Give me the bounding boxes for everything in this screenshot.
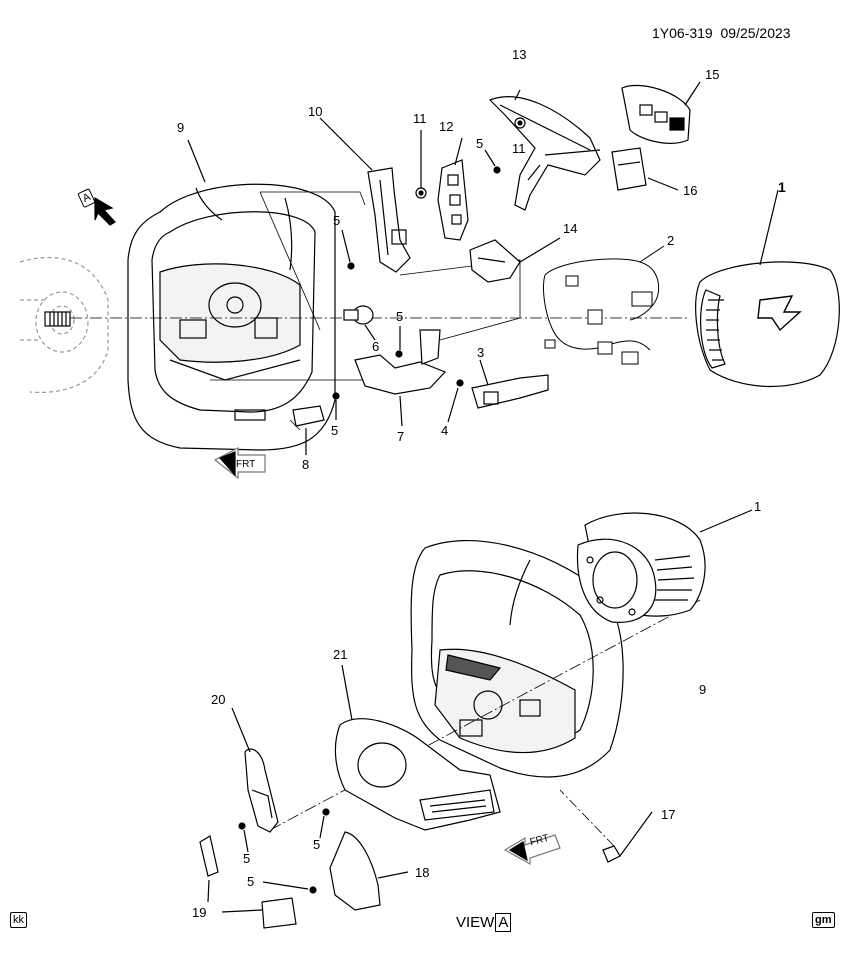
callout-12: 12 <box>439 119 454 134</box>
part-17-bolt <box>559 789 653 863</box>
corner-badge-left: kk <box>10 912 27 928</box>
part-20-paddle <box>231 707 279 833</box>
part-8-trim <box>292 405 325 455</box>
callout-15: 15 <box>705 67 720 82</box>
part-7-bezel <box>354 329 447 427</box>
callout-5-b: 5 <box>476 136 484 151</box>
part-11-screw-b <box>514 117 526 129</box>
callout-14: 14 <box>563 221 578 236</box>
part-3-connector <box>471 359 549 409</box>
steering-column-ghost <box>19 256 109 393</box>
callout-1-top: 1 <box>778 179 786 195</box>
view-label-letter: A <box>495 913 512 932</box>
steering-wheel-top <box>127 183 336 451</box>
callout-17: 17 <box>661 807 676 822</box>
callout-5-g: 5 <box>247 874 255 889</box>
frt-arrow-bottom <box>503 834 561 866</box>
part-21-cover <box>334 664 501 831</box>
corner-badge-right: gm <box>812 912 835 928</box>
part-19-bracket <box>199 835 219 903</box>
part-10-bracket <box>367 167 411 273</box>
diagram-header: 1Y06-319 09/25/2023 <box>652 26 791 40</box>
callout-11-a: 11 <box>413 111 427 126</box>
callout-20: 20 <box>211 692 226 707</box>
part-1-airbag-top <box>695 189 840 388</box>
part-4-screw <box>447 379 464 423</box>
screws-5-bottom <box>238 808 330 894</box>
part-15-switch <box>621 81 701 144</box>
part-12-switch <box>437 137 469 241</box>
callout-11-b: 11 <box>512 141 526 156</box>
callout-5-f: 5 <box>313 837 321 852</box>
frt-arrow-top <box>213 447 266 480</box>
callout-4: 4 <box>441 423 449 438</box>
callout-18: 18 <box>415 865 430 880</box>
part-16-bracket <box>611 147 679 191</box>
callout-5-c: 5 <box>396 309 404 324</box>
callout-8: 8 <box>302 457 310 472</box>
steering-wheel-bottom <box>410 539 624 778</box>
callout-7: 7 <box>397 429 405 444</box>
steering-column-shaft <box>44 311 71 327</box>
callout-5-a: 5 <box>333 213 341 228</box>
callout-5-d: 5 <box>331 423 339 438</box>
part-18-paddle <box>329 831 409 911</box>
view-a-arrow-group <box>94 196 116 226</box>
callout-16: 16 <box>683 183 698 198</box>
part-19-panel <box>221 897 297 929</box>
callout-13: 13 <box>512 47 527 62</box>
screws-5-top <box>332 149 501 420</box>
callout-2: 2 <box>667 233 675 248</box>
callout-6: 6 <box>372 339 380 354</box>
part-1-airbag-bottom <box>576 509 753 623</box>
diagram-code: 1Y06-319 <box>652 25 713 41</box>
part-14-bracket <box>469 237 561 283</box>
frt-label-top: FRT <box>236 459 256 470</box>
callout-10: 10 <box>308 104 323 119</box>
view-label-text: VIEW <box>456 914 495 931</box>
diagram-date: 09/25/2023 <box>720 25 791 41</box>
callout-9-top: 9 <box>177 120 185 135</box>
part-11-screw-a <box>415 130 427 199</box>
part-13-cover <box>488 89 601 211</box>
callout-9-bottom: 9 <box>699 682 707 697</box>
part-6-bolt <box>343 305 376 341</box>
part-2-harness <box>542 245 665 365</box>
callout-21: 21 <box>333 647 348 662</box>
callout-1-bottom: 1 <box>754 499 762 514</box>
callout-5-e: 5 <box>243 851 251 866</box>
callout-19: 19 <box>192 905 207 920</box>
callout-3: 3 <box>477 345 485 360</box>
